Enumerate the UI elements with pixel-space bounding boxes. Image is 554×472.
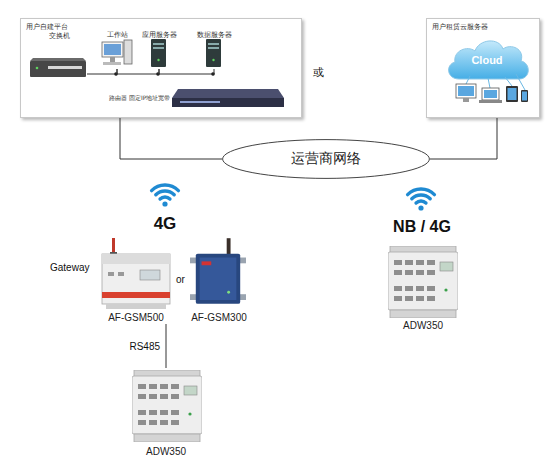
router-top bbox=[172, 89, 284, 98]
bus-dot bbox=[156, 72, 160, 76]
router-unit: 路由器 固定IP地址宽带 bbox=[107, 85, 283, 113]
meter-symbol bbox=[132, 370, 202, 442]
server-bay bbox=[208, 43, 219, 45]
monitor-symbol bbox=[102, 42, 123, 57]
wifi-arc bbox=[408, 189, 435, 195]
node-text: 用户租赁云服务器 bbox=[432, 22, 488, 32]
wifi-arc bbox=[156, 191, 174, 195]
meter-device: ADW350 bbox=[130, 368, 202, 458]
phone-symbol bbox=[521, 90, 528, 102]
connector-line bbox=[166, 324, 167, 368]
cloud-outline bbox=[441, 35, 533, 111]
bus-dot bbox=[114, 72, 118, 76]
server-unit: 数据服务器 bbox=[192, 30, 236, 69]
wifi-dot bbox=[418, 205, 423, 210]
platform-panel: 用户自建平台交换机工作站应用服务器数据服务器路由器 固定IP地址宽带 bbox=[20, 18, 302, 118]
network-ellipse: 运营商网络 bbox=[222, 139, 430, 179]
gateway-label: Gateway bbox=[50, 262, 89, 273]
connector-line bbox=[87, 69, 117, 74]
gateway-symbol bbox=[102, 238, 170, 309]
bus-dot bbox=[211, 72, 215, 76]
network-type: NB / 4G bbox=[393, 218, 451, 236]
server-tower bbox=[151, 39, 166, 67]
node-text: 工作站 bbox=[93, 30, 141, 40]
monitor-stand bbox=[110, 57, 115, 62]
node-text: 用户自建平台 bbox=[26, 22, 68, 32]
wifi-icon bbox=[152, 185, 435, 203]
connector-line bbox=[430, 118, 497, 159]
connector-line bbox=[159, 69, 214, 74]
meter-device: ADW350 bbox=[386, 244, 460, 330]
server-tower bbox=[206, 39, 221, 67]
monitor-screen bbox=[104, 44, 121, 55]
connector-line bbox=[117, 69, 159, 74]
cloud-link bbox=[516, 74, 525, 90]
node-text: 路由器 固定IP地址宽带 bbox=[109, 94, 170, 103]
node-text: AF-GSM500 bbox=[86, 312, 186, 323]
ellipse-shape bbox=[223, 140, 430, 179]
wifi-arc bbox=[152, 185, 179, 191]
laptop-screen bbox=[484, 90, 497, 98]
server-bay bbox=[208, 47, 219, 49]
gateway-device: AF-GSM500 bbox=[100, 236, 172, 324]
node-text: Cloud bbox=[441, 54, 533, 66]
node-text: 应用服务器 bbox=[131, 30, 187, 40]
or-label: 或 bbox=[313, 65, 324, 80]
node-text: 数据服务器 bbox=[186, 30, 242, 40]
node-text: 运营商网络 bbox=[222, 150, 430, 168]
workstation-unit: 工作站 bbox=[99, 30, 135, 69]
network-type: 4G bbox=[154, 214, 177, 234]
monitor-symbol bbox=[456, 84, 476, 98]
modem-symbol bbox=[190, 238, 246, 304]
meter-symbol bbox=[388, 246, 458, 318]
node-text: AF-GSM300 bbox=[174, 312, 264, 323]
switch-symbol bbox=[30, 61, 86, 77]
pc-tower bbox=[124, 40, 132, 64]
cloud-link bbox=[505, 77, 512, 86]
connector-line bbox=[120, 118, 222, 159]
server-led bbox=[212, 59, 214, 61]
switch-ports bbox=[48, 66, 82, 69]
cloud-link bbox=[488, 78, 490, 88]
server-unit: 应用服务器 bbox=[137, 30, 181, 69]
node-text: ADW350 bbox=[116, 446, 216, 457]
wifi-arc bbox=[416, 201, 426, 203]
node-text: 交换机 bbox=[25, 31, 93, 41]
switch-top bbox=[30, 58, 86, 61]
or-label: or bbox=[176, 274, 185, 285]
tablet-screen bbox=[508, 88, 517, 100]
wifi-arc bbox=[160, 197, 170, 199]
cloud-panel: 用户租赁云服务器 Cloud bbox=[426, 18, 540, 118]
cloud-shape: Cloud bbox=[441, 35, 533, 111]
router-leds bbox=[180, 101, 220, 103]
server-bay bbox=[153, 47, 164, 49]
laptop-base bbox=[479, 100, 502, 103]
cloud-link bbox=[466, 76, 470, 84]
server-led bbox=[157, 59, 159, 61]
router-symbol bbox=[172, 98, 284, 107]
keyboard bbox=[103, 62, 121, 65]
laptop-symbol bbox=[482, 88, 499, 100]
server-bay bbox=[153, 43, 164, 45]
edge-label: RS485 bbox=[129, 341, 160, 352]
monitor-stand bbox=[463, 98, 469, 102]
switch-led bbox=[36, 67, 39, 70]
switch-unit: 交换机 bbox=[31, 31, 87, 79]
modem-device: AF-GSM300 bbox=[188, 236, 250, 324]
wifi-arc bbox=[412, 195, 430, 199]
node-text: ADW350 bbox=[372, 320, 474, 331]
phone-screen bbox=[522, 92, 527, 101]
wifi-dot bbox=[162, 201, 167, 206]
tablet-symbol bbox=[506, 86, 518, 102]
monitor-screen bbox=[458, 86, 474, 96]
